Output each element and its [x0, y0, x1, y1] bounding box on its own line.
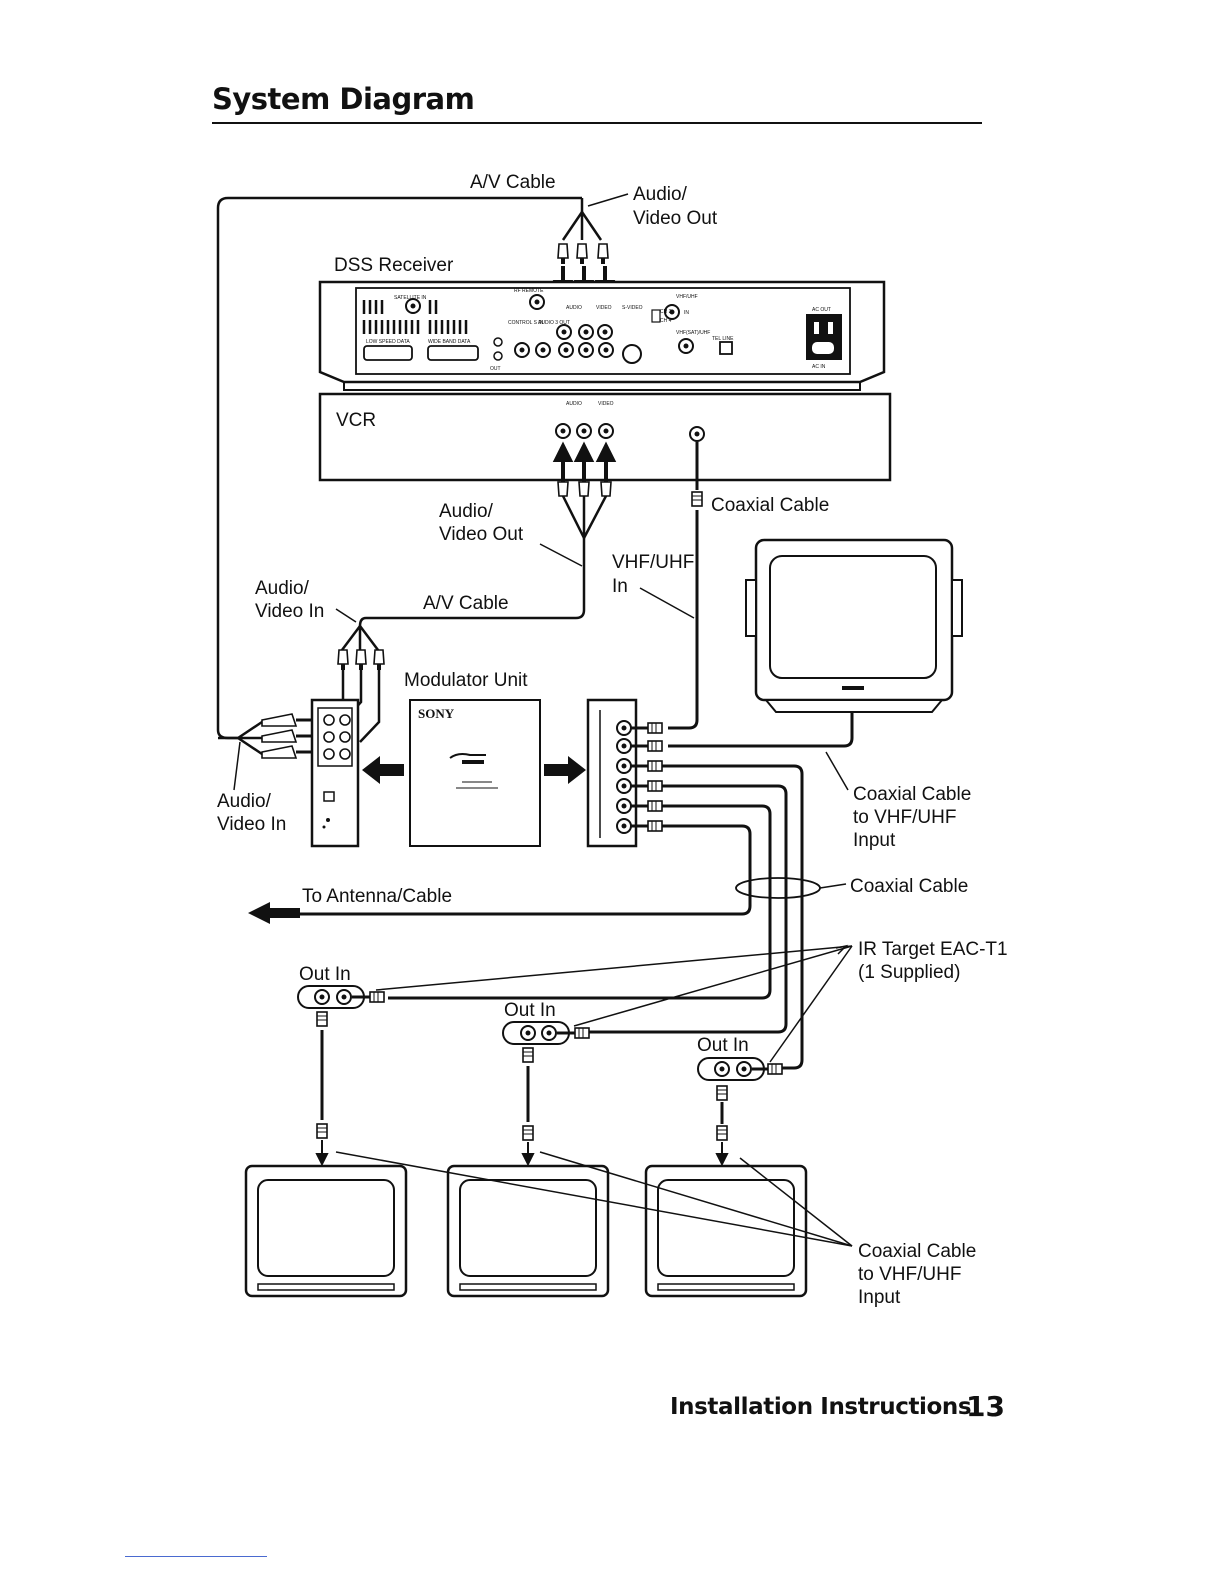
svg-text:OUT: OUT: [490, 366, 501, 372]
modulator-brand: SONY: [418, 706, 455, 721]
svg-text:VHF/UHF: VHF/UHF: [676, 294, 698, 300]
svg-text:AUDIO: AUDIO: [566, 305, 582, 311]
to-antenna-label: To Antenna/Cable: [302, 886, 452, 907]
modulator-unit-label: Modulator Unit: [404, 670, 528, 691]
vcr-label: VCR: [336, 410, 376, 431]
av-in-mod-label-1: Audio/: [217, 791, 272, 812]
ir-target-2: Out In: [502, 1000, 590, 1045]
svg-text:AC IN: AC IN: [812, 364, 826, 370]
modulator-rf-panel: [586, 698, 638, 848]
av-in-left-label-2: Video In: [255, 601, 324, 622]
page-title: System Diagram: [212, 82, 475, 116]
av-cable-top-label: A/V Cable: [470, 172, 556, 193]
av-in-mod-label-2: Video In: [217, 814, 286, 835]
out-in-label-3: Out In: [697, 1035, 749, 1056]
modulator-av-panel: [310, 698, 360, 848]
ir-target-label-2: (1 Supplied): [858, 962, 960, 983]
rf-plugs: [631, 722, 663, 832]
svg-text:WIDE BAND DATA: WIDE BAND DATA: [428, 339, 471, 345]
dss-receiver: DSS Receiver: [318, 255, 886, 391]
coax-bottom-label-2: to VHF/UHF: [858, 1264, 961, 1285]
coaxial-cable-bundle-label: Coaxial Cable: [850, 876, 968, 897]
av-out-vcr-label-2: Video Out: [439, 524, 524, 545]
av-plugs-top: [557, 243, 609, 265]
main-tv: [745, 538, 963, 713]
tv-1: [244, 1164, 408, 1298]
ir-target-3: Out In: [697, 1035, 783, 1081]
av-out-top-label-1: Audio/: [633, 184, 688, 205]
svg-text:CH 3: CH 3: [660, 309, 672, 315]
coax-vcr-out: [668, 442, 699, 730]
antenna-arrow: [248, 902, 300, 924]
av-cable-mid: [341, 495, 608, 651]
tv-2: [446, 1164, 610, 1298]
ir-target-1: Out In: [297, 964, 385, 1009]
av-out-vcr-label-1: Audio/: [439, 501, 494, 522]
av-in-left-label-1: Audio/: [255, 578, 310, 599]
coax-bottom-label-3: Input: [858, 1287, 901, 1308]
svg-text:VIDEO: VIDEO: [596, 305, 612, 311]
svg-text:SATELLITE IN: SATELLITE IN: [394, 295, 427, 301]
coax-bundle: [300, 764, 804, 1070]
vhf-uhf-in-label-2: In: [612, 576, 628, 597]
svg-text:AUDIO: AUDIO: [566, 401, 582, 407]
tv-3: [644, 1164, 808, 1298]
coaxial-cable-vcr-label: Coaxial Cable: [711, 495, 829, 516]
coax-main-tv: [668, 712, 854, 748]
title-rule: [212, 122, 982, 124]
svg-text:CONTROL S IN: CONTROL S IN: [508, 320, 544, 326]
vcr: VCR AUDIO VIDEO: [318, 392, 892, 482]
svg-text:VIDEO: VIDEO: [598, 401, 614, 407]
svg-text:AC OUT: AC OUT: [812, 307, 831, 313]
svg-text:CH 4: CH 4: [660, 318, 672, 324]
svg-text:RF REMOTE: RF REMOTE: [514, 288, 544, 294]
av-out-top-label-2: Video Out: [633, 208, 718, 229]
svg-text:LOW SPEED DATA: LOW SPEED DATA: [366, 339, 410, 345]
out-in-label-2: Out In: [504, 1000, 556, 1021]
drop-arrows: [315, 1140, 729, 1167]
out-in-label-1: Out In: [299, 964, 351, 985]
svg-text:AUDIO 3 OUT: AUDIO 3 OUT: [538, 320, 570, 326]
coax-to-tv-label-1: Coaxial Cable: [853, 784, 971, 805]
drop-cables: [320, 1030, 724, 1124]
modulator-unit: Modulator Unit SONY: [404, 670, 541, 847]
svg-text:TEL LINE: TEL LINE: [712, 336, 734, 342]
coax-bottom-label-1: Coaxial Cable: [858, 1241, 976, 1262]
arrows-modulator: [362, 756, 586, 784]
dss-receiver-label: DSS Receiver: [334, 255, 454, 276]
page-number: 13: [966, 1390, 1005, 1423]
coax-to-tv-label-3: Input: [853, 830, 896, 851]
svg-text:IN: IN: [684, 310, 689, 316]
av-plugs-left: [261, 713, 312, 759]
ir-leaders: [375, 944, 853, 1063]
av-plugs-mod: [337, 649, 385, 671]
coax-bottom-leaders: [335, 1151, 853, 1247]
footer-section-title: Installation Instructions: [670, 1394, 972, 1420]
vhf-uhf-in-label-1: VHF/UHF: [612, 552, 694, 573]
ir-target-label-1: IR Target EAC-T1: [858, 939, 1008, 960]
coax-to-tv-label-2: to VHF/UHF: [853, 807, 956, 828]
bottom-rule: [125, 1556, 267, 1557]
av-cable-mid-label: A/V Cable: [423, 593, 509, 614]
svg-text:S-VIDEO: S-VIDEO: [622, 305, 643, 311]
arrows-into-vcr: [552, 441, 617, 476]
leader-av-out-top: [587, 193, 629, 207]
svg-text:VHF(SAT)/UHF: VHF(SAT)/UHF: [676, 330, 710, 336]
